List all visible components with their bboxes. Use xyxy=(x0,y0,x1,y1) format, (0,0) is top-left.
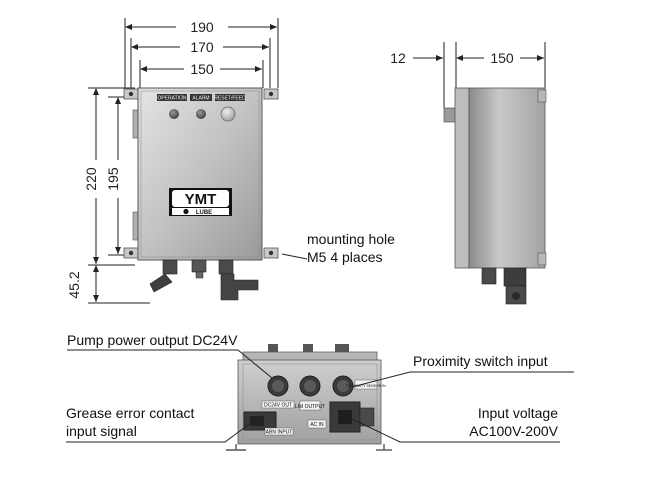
bottom-callouts: Pump power output DC24V Proximity switch… xyxy=(66,332,574,443)
mounting-hole-callout: mounting hole M5 4 places xyxy=(281,231,395,265)
dc24v-out-label: DC24V OUT xyxy=(264,403,292,409)
ac-in-label: AC IN xyxy=(310,422,324,428)
dim-side-150: 150 xyxy=(490,50,514,66)
connector-body-icon xyxy=(503,267,527,287)
indicator-operation-label: OPERATION xyxy=(157,96,186,102)
hinge-icon xyxy=(132,211,139,241)
cable-gland-icon xyxy=(481,267,497,285)
cable-gland-icon xyxy=(191,259,207,273)
dim-190: 190 xyxy=(190,19,214,35)
mount-hole-icon xyxy=(128,91,134,97)
hinge-icon xyxy=(132,109,139,139)
alarm-lamp-icon xyxy=(196,109,206,119)
mount-hole-icon xyxy=(268,250,274,256)
indicator-alarm-label: ALARM xyxy=(192,96,209,102)
proximity-small-label: PROXIMITY SENSOR IN xyxy=(346,384,386,388)
cable-gland-icon xyxy=(218,259,234,275)
dim-195: 195 xyxy=(105,167,121,191)
front-view: OPERATION ALARM RESET/FEED YMT LUBE xyxy=(123,87,279,301)
lim-output-label: LIM OUTPUT xyxy=(295,404,325,410)
svg-text:LUBE: LUBE xyxy=(196,210,212,216)
lamp-protrusion-icon xyxy=(443,107,457,123)
input-voltage-label: Input voltage xyxy=(478,405,558,421)
front-width-dimensions: 190 170 150 xyxy=(124,18,279,88)
abn-input-label: ABN INPUT xyxy=(266,430,293,436)
input-voltage-range-label: AC100V-200V xyxy=(469,423,558,439)
mounting-hole-size-label: M5 4 places xyxy=(307,249,382,265)
ymt-lube-logo: YMT LUBE xyxy=(169,188,232,216)
mount-hole-icon xyxy=(268,91,274,97)
cable-gland-icon xyxy=(162,259,178,275)
reset-feed-button xyxy=(220,106,236,122)
svg-text:YMT: YMT xyxy=(185,191,217,208)
dim-12: 12 xyxy=(390,50,406,66)
side-view-dimensions: 12 150 xyxy=(390,42,546,108)
label-plate xyxy=(215,94,245,101)
angled-connector-icon xyxy=(220,273,259,301)
cable-plug-icon xyxy=(149,273,173,293)
bottom-view: DC24V OUT LIM OUTPUT PROXIMITY SENSOR IN… xyxy=(226,344,392,451)
proximity-label: Proximity switch input xyxy=(413,353,548,369)
pump-power-label: Pump power output DC24V xyxy=(67,332,238,348)
side-view xyxy=(443,87,547,305)
dim-220: 220 xyxy=(83,167,99,191)
mounting-hole-label: mounting hole xyxy=(307,231,395,247)
door-edge xyxy=(454,87,470,269)
indicator-reset-label: RESET/FEED xyxy=(214,96,246,102)
label-plate xyxy=(157,94,187,101)
dim-45-2: 45.2 xyxy=(66,271,82,298)
dim-170: 170 xyxy=(190,39,214,55)
operation-lamp-icon xyxy=(169,109,179,119)
side-panel xyxy=(468,87,546,269)
grease-error-label: Grease error contact xyxy=(66,405,194,421)
mount-hole-icon xyxy=(128,250,134,256)
grease-error-label-2: input signal xyxy=(66,423,137,439)
dim-150: 150 xyxy=(190,61,214,77)
label-plate xyxy=(190,94,212,101)
